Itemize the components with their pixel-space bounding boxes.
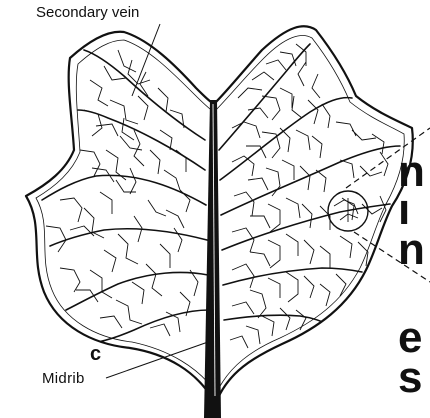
secondary-vein-label: Secondary vein: [36, 4, 139, 21]
midrib-label: Midrib: [42, 370, 85, 387]
cropped-text-fragment: n: [398, 228, 425, 272]
cropped-text-fragment: s: [398, 356, 422, 400]
panel-letter: c: [90, 343, 101, 366]
